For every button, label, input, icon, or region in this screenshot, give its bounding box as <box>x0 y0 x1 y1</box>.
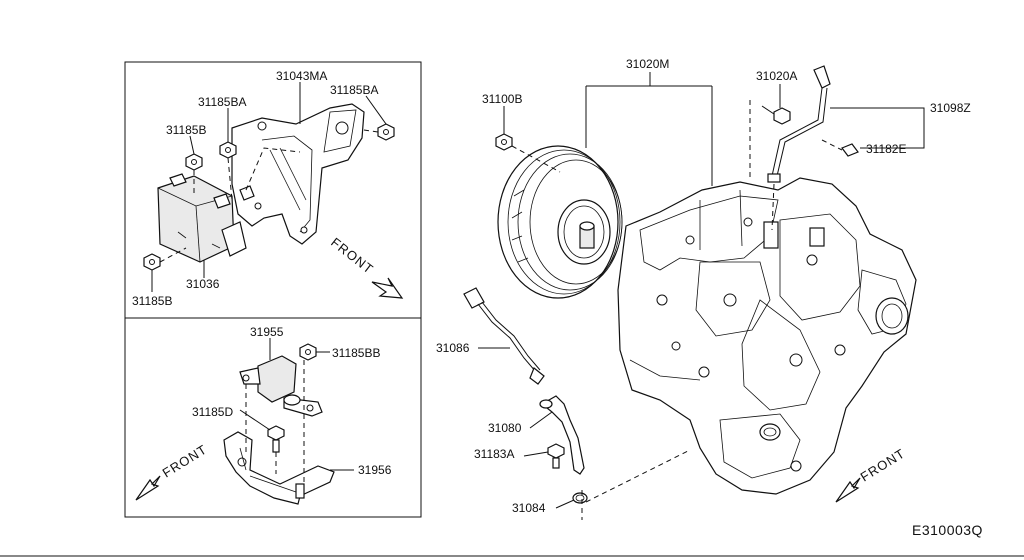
label-31036: 31036 <box>186 277 220 291</box>
sensor-31086 <box>463 287 545 385</box>
nut-31185BA-left <box>219 141 237 159</box>
label-31084: 31084 <box>512 501 546 515</box>
label-31098Z: 31098Z <box>930 101 971 115</box>
sensor-31955 <box>239 355 323 417</box>
dipstick-31098Z <box>767 65 831 183</box>
inset-box-sensor <box>124 317 422 518</box>
front-label-main: FRONT <box>858 445 908 484</box>
front-arrow-top: FRONT <box>328 235 404 299</box>
control-unit-31036 <box>157 173 255 263</box>
front-label-bottom: FRONT <box>160 441 210 480</box>
label-31183A: 31183A <box>474 447 514 461</box>
label-31185D: 31185D <box>192 405 233 419</box>
label-31185B-top: 31185B <box>166 123 206 137</box>
label-31955: 31955 <box>250 325 284 339</box>
label-31182E: 31182E <box>866 142 906 156</box>
pipe-31080 <box>539 395 585 475</box>
oring-31084 <box>572 492 588 504</box>
label-31020M: 31020M <box>626 57 669 71</box>
nut-31100B <box>495 133 513 151</box>
bolt-31183A <box>547 443 565 469</box>
label-31100B: 31100B <box>482 92 522 106</box>
bracket-31956 <box>223 431 335 505</box>
label-31080: 31080 <box>488 421 522 435</box>
label-31185BA-left: 31185BA <box>198 95 247 109</box>
front-arrow-bottom: FRONT <box>135 441 210 501</box>
nut-31185BA-right <box>377 123 395 141</box>
nut-31185B-bottom <box>143 253 161 271</box>
bolt-31185BB <box>299 343 317 361</box>
label-31185BA-right: 31185BA <box>330 83 379 97</box>
label-31043MA: 31043MA <box>276 69 327 83</box>
transaxle-31020M <box>617 177 917 495</box>
label-31956: 31956 <box>358 463 392 477</box>
label-31020A: 31020A <box>756 69 797 83</box>
bracket-31043MA <box>231 103 365 245</box>
label-31086: 31086 <box>436 341 470 355</box>
front-arrow-main: FRONT <box>835 445 908 503</box>
label-31185B-bottom: 31185B <box>132 294 172 308</box>
label-31185BB: 31185BB <box>332 346 381 360</box>
bolt-31185D <box>267 425 285 453</box>
front-label-top: FRONT <box>328 235 376 277</box>
torque-converter-31100 <box>497 145 623 299</box>
nut-31185B-top <box>185 153 203 171</box>
bolt-31020A <box>761 105 791 125</box>
drawing-code: E310003Q <box>912 522 983 538</box>
clip-31182E <box>841 143 859 157</box>
